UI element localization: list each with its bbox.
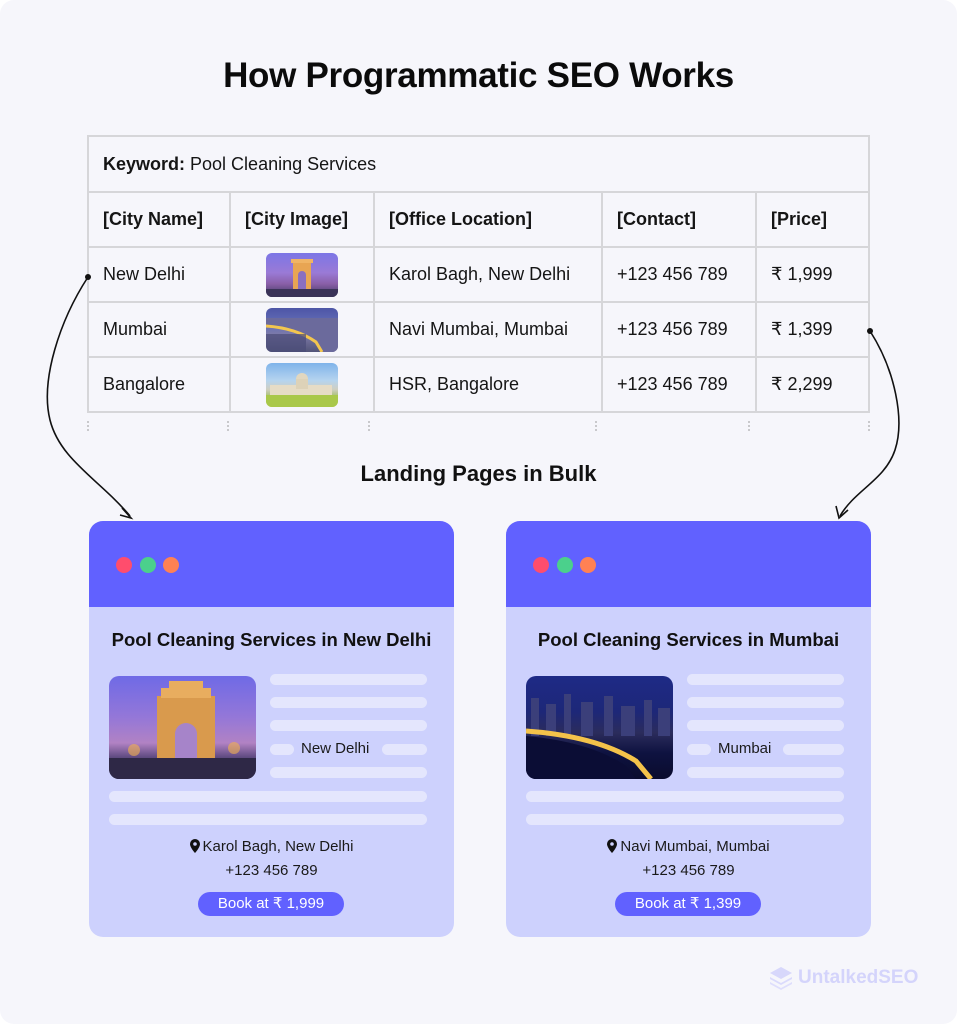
placeholder-text-line (382, 744, 427, 755)
placeholder-text-line (687, 767, 844, 778)
cell-city: Bangalore (87, 356, 231, 413)
office-address: Navi Mumbai, Mumbai (506, 838, 871, 855)
book-button[interactable]: Book at ₹ 1,399 (615, 892, 761, 916)
office-address: Karol Bagh, New Delhi (89, 838, 454, 855)
cell-city: Mumbai (87, 301, 231, 358)
table-row: New Delhi Karol Bagh, New Delhi +123 456… (87, 246, 870, 303)
header-row: [City Name] [City Image] [Office Locatio… (87, 191, 870, 248)
placeholder-text-line (687, 744, 711, 755)
cell-office: Navi Mumbai, Mumbai (373, 301, 603, 358)
window-close-dot-icon (533, 557, 549, 573)
keyword-label: Keyword: (103, 153, 186, 174)
placeholder-text-line (270, 767, 427, 778)
placeholder-text-line (270, 697, 427, 708)
cell-image (229, 356, 375, 413)
india-gate-thumbnail (266, 252, 338, 297)
address-text: Navi Mumbai, Mumbai (620, 838, 770, 855)
page-title: How Programmatic SEO Works (223, 56, 734, 95)
window-minimize-dot-icon (580, 557, 596, 573)
cell-city: New Delhi (87, 246, 231, 303)
brand-name: UntalkedSEO (798, 967, 919, 988)
section-subtitle: Landing Pages in Bulk (360, 461, 597, 486)
window-maximize-dot-icon (140, 557, 156, 573)
cell-contact: +123 456 789 (601, 301, 757, 358)
header-office-location: [Office Location] (373, 191, 603, 248)
cell-image (229, 246, 375, 303)
placeholder-text-line (783, 744, 844, 755)
cell-price: ₹ 1,399 (755, 301, 870, 358)
window-minimize-dot-icon (163, 557, 179, 573)
landing-page-card-new-delhi: Pool Cleaning Services in New Delhi New … (89, 521, 454, 937)
placeholder-text-line (109, 791, 427, 802)
placeholder-text-line (270, 744, 294, 755)
table-continuation-mark (595, 421, 597, 431)
placeholder-text-line (526, 814, 844, 825)
placeholder-text-line (270, 720, 427, 731)
location-pin-icon (607, 839, 618, 853)
browser-title-bar (89, 521, 454, 607)
card-heading: Pool Cleaning Services in Mumbai (537, 629, 840, 650)
keyword-value: Pool Cleaning Services (190, 153, 377, 174)
table-continuation-mark (748, 421, 750, 431)
placeholder-text-line (109, 814, 427, 825)
address-text: Karol Bagh, New Delhi (202, 838, 354, 855)
table-continuation-mark (868, 421, 870, 431)
card-heading: Pool Cleaning Services in New Delhi (111, 629, 432, 650)
cell-contact: +123 456 789 (601, 356, 757, 413)
table-row: Bangalore HSR, Bangalore +123 456 789 ₹ … (87, 356, 870, 413)
table-continuation-mark (227, 421, 229, 431)
keyword-row: Keyword: Pool Cleaning Services (87, 135, 870, 193)
inline-city-name: New Delhi (301, 740, 370, 757)
placeholder-text-line (687, 720, 844, 731)
header-city-name: [City Name] (87, 191, 231, 248)
cell-office: HSR, Bangalore (373, 356, 603, 413)
header-contact: [Contact] (601, 191, 757, 248)
keyword-cell: Keyword: Pool Cleaning Services (87, 135, 870, 193)
contact-phone: +123 456 789 (225, 862, 318, 879)
placeholder-text-line (687, 674, 844, 685)
inline-city-name: Mumbai (718, 740, 772, 757)
cell-price: ₹ 1,999 (755, 246, 870, 303)
cell-contact: +123 456 789 (601, 246, 757, 303)
location-pin-icon (189, 839, 200, 853)
window-close-dot-icon (116, 557, 132, 573)
table-continuation-mark (87, 421, 89, 431)
landing-page-card-mumbai: Pool Cleaning Services in Mumbai Mumbai … (506, 521, 871, 937)
table-row: Mumbai Navi Mumbai, Mumbai +123 456 789 … (87, 301, 870, 358)
header-city-image: [City Image] (229, 191, 375, 248)
brand-watermark: UntalkedSEO (768, 965, 918, 991)
marine-drive-thumbnail (266, 307, 338, 352)
table-continuation-mark (368, 421, 370, 431)
window-maximize-dot-icon (557, 557, 573, 573)
cell-price: ₹ 2,299 (755, 356, 870, 413)
vidhana-soudha-thumbnail (266, 362, 338, 407)
marine-drive-image (526, 676, 673, 779)
placeholder-text-line (270, 674, 427, 685)
data-table: Keyword: Pool Cleaning Services [City Na… (87, 135, 870, 413)
book-button[interactable]: Book at ₹ 1,999 (198, 892, 344, 916)
cell-image (229, 301, 375, 358)
browser-title-bar (506, 521, 871, 607)
header-price: [Price] (755, 191, 870, 248)
india-gate-image (109, 676, 256, 779)
placeholder-text-line (687, 697, 844, 708)
placeholder-text-line (526, 791, 844, 802)
layers-logo-icon (770, 967, 792, 990)
contact-phone: +123 456 789 (642, 862, 735, 879)
cell-office: Karol Bagh, New Delhi (373, 246, 603, 303)
